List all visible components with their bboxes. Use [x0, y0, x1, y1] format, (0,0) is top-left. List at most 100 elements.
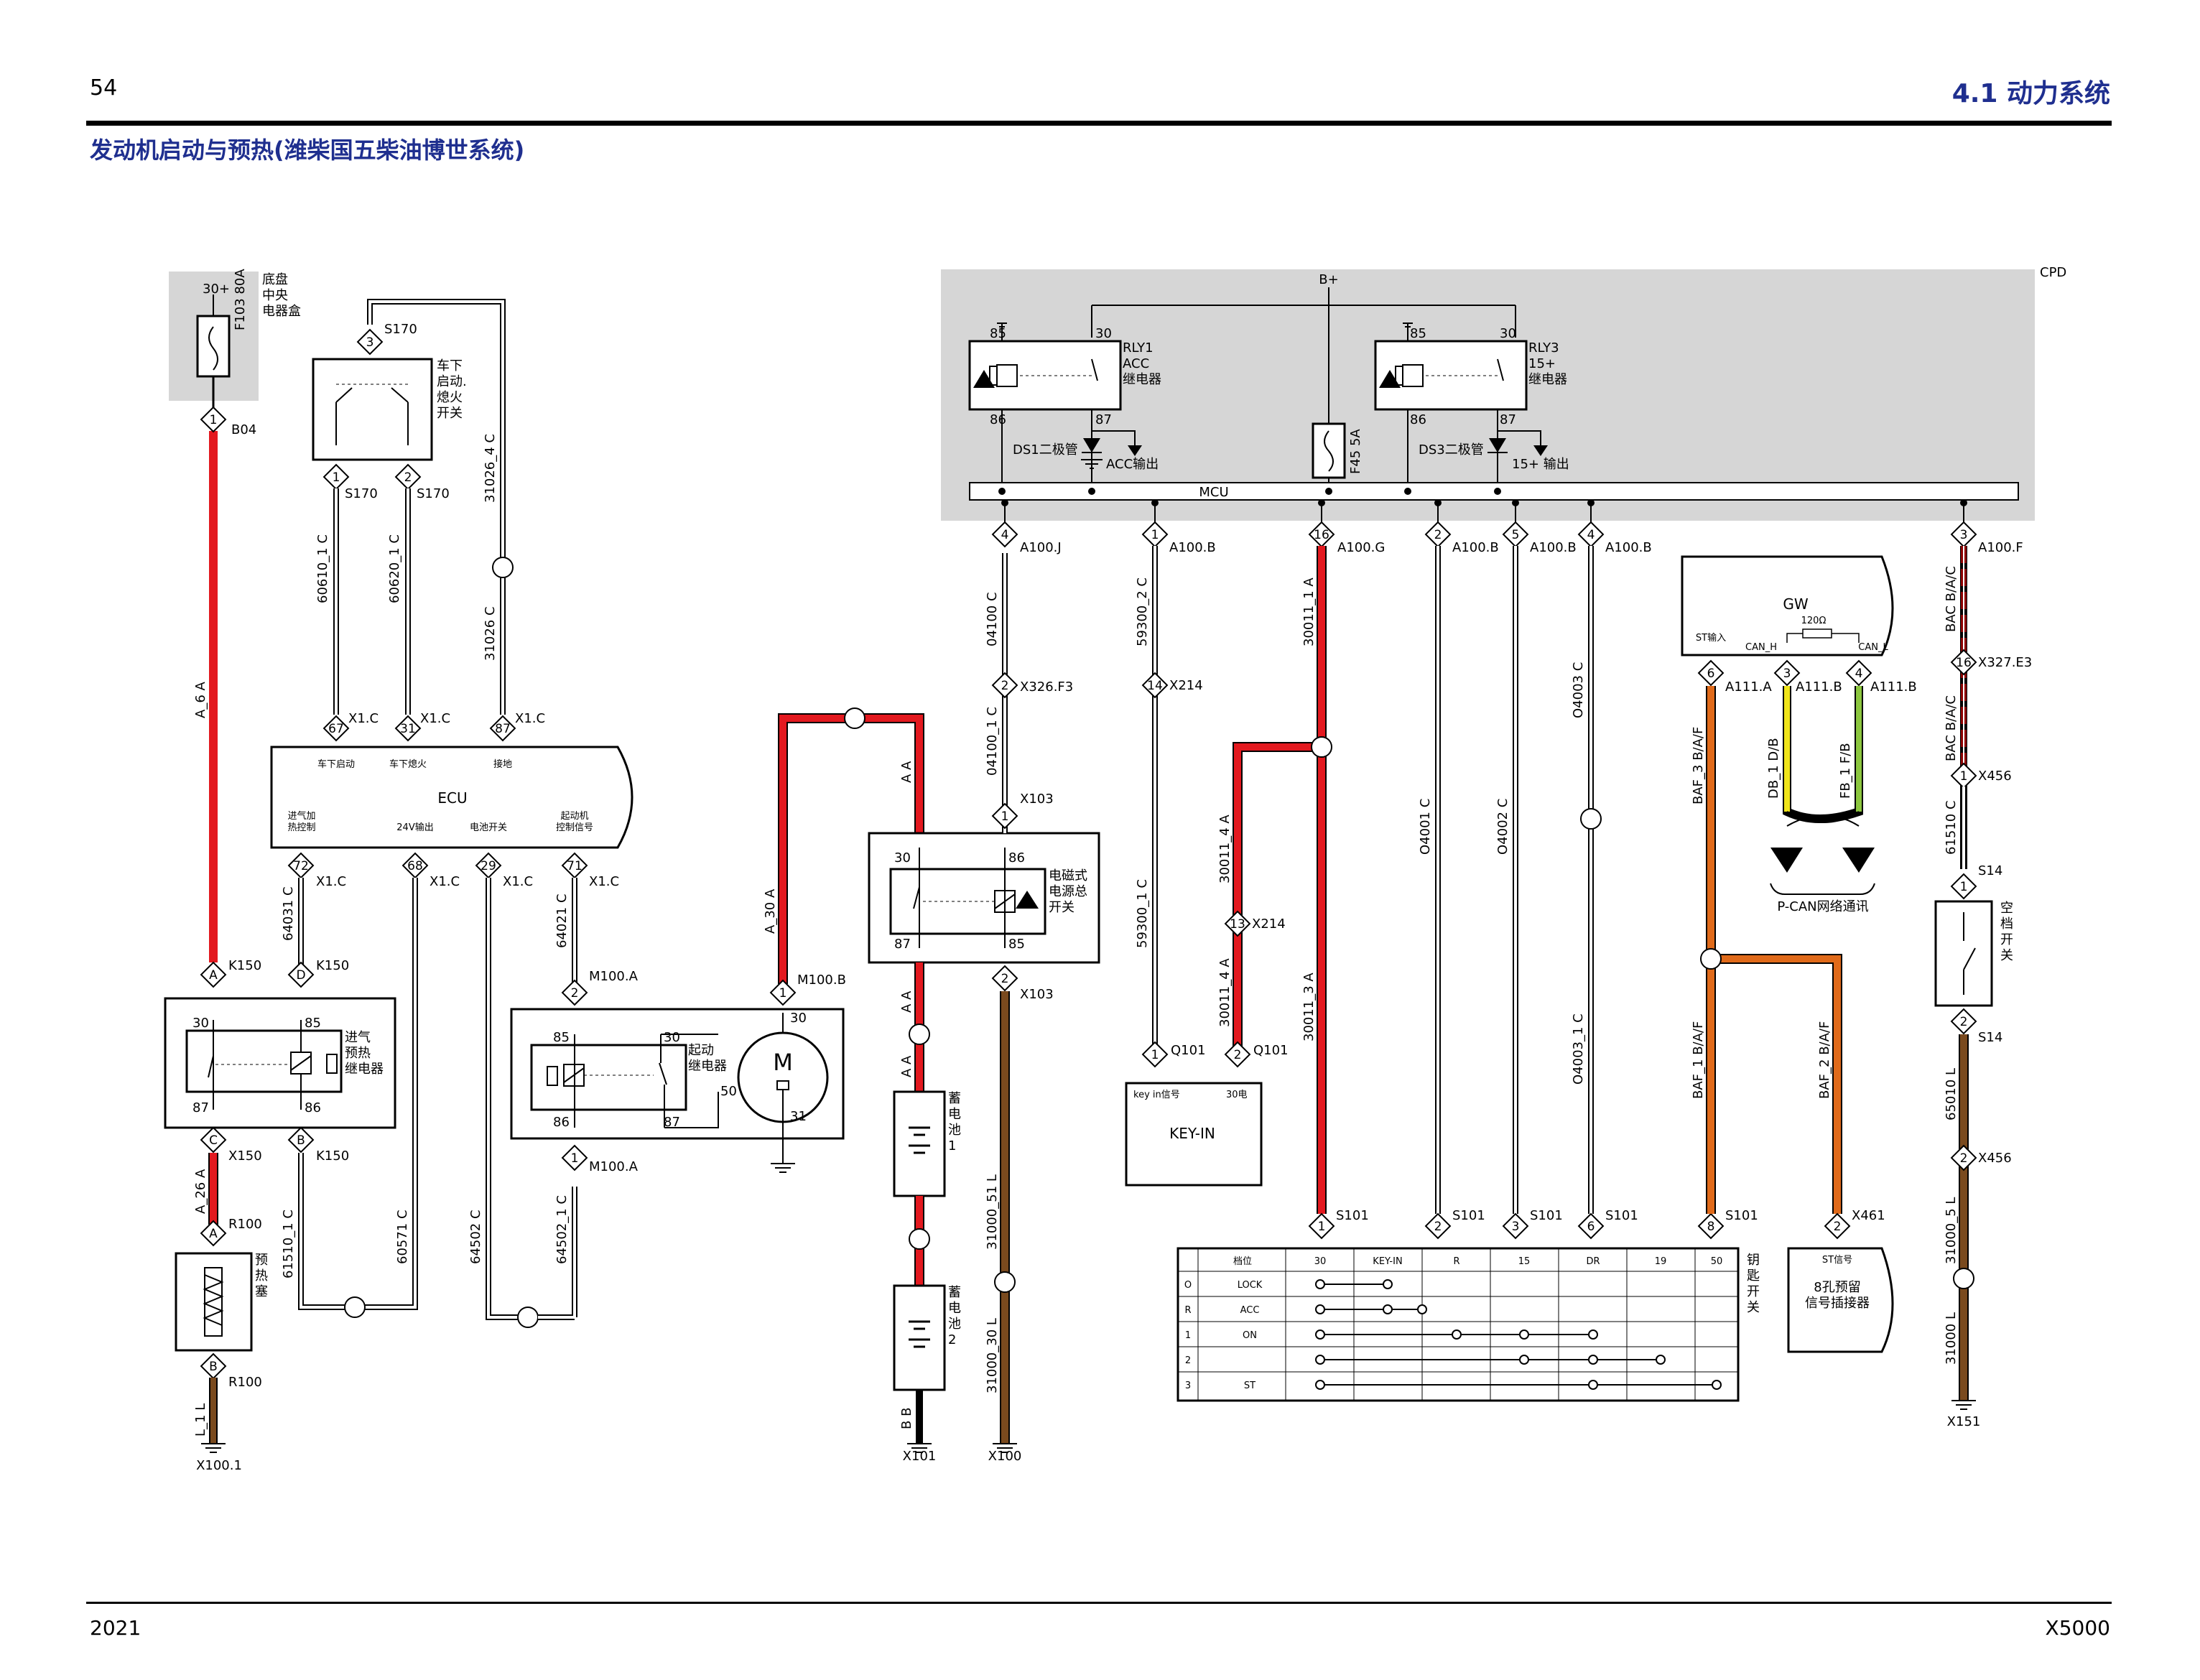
svg-text:S101: S101 [1530, 1208, 1563, 1223]
svg-text:2: 2 [1834, 1220, 1842, 1234]
svg-text:2: 2 [1960, 1015, 1968, 1029]
svg-text:A111.B: A111.B [1796, 679, 1842, 695]
svg-text:31: 31 [400, 722, 416, 736]
svg-text:4: 4 [1855, 667, 1863, 681]
svg-text:15: 15 [1518, 1256, 1531, 1267]
svg-text:S101: S101 [1605, 1208, 1638, 1223]
rly1-pin-86: 86 [990, 412, 1006, 427]
starter-pin-85: 85 [553, 1030, 570, 1045]
svg-text:A100.J: A100.J [1020, 540, 1062, 555]
svg-text:13: 13 [1230, 917, 1245, 932]
svg-text:1: 1 [1001, 809, 1009, 824]
svg-text:接地: 接地 [493, 758, 512, 770]
svg-text:5: 5 [1512, 528, 1520, 542]
wire-label-65010: 65010 L [1944, 1068, 1959, 1120]
svg-text:B04: B04 [231, 422, 256, 437]
connector-s170-2: 2 S170 [394, 463, 450, 501]
svg-text:3: 3 [1783, 667, 1791, 681]
rly3-pin-30: 30 [1500, 326, 1516, 341]
svg-text:K150: K150 [316, 1148, 349, 1164]
wire-label-61510-1: 61510_1 C [281, 1210, 296, 1278]
svg-text:O: O [1184, 1280, 1192, 1291]
svg-text:X1.C: X1.C [430, 874, 460, 889]
starter-pin-87: 87 [664, 1115, 680, 1130]
svg-text:72: 72 [293, 859, 309, 873]
key-switch-label: 钥匙开关 [1747, 1253, 1760, 1315]
preheat-pin-86: 86 [305, 1100, 321, 1115]
svg-text:X327.E3: X327.E3 [1978, 655, 2032, 670]
ecu-bottom-label-71: 起动机控制信号 [556, 811, 593, 833]
connector-x103-1: 1 X103 [991, 792, 1054, 830]
svg-text:S14: S14 [1978, 863, 2002, 878]
battery-1 [893, 1090, 946, 1197]
svg-text:50: 50 [1711, 1256, 1723, 1267]
wire-label-60610: 60610_1 C [315, 534, 330, 603]
splice [1953, 1268, 1974, 1289]
svg-text:Q101: Q101 [1253, 1043, 1289, 1058]
ms-pin-87: 87 [894, 937, 911, 952]
wire-label-fb1: FB_1 F/B [1838, 743, 1853, 799]
wire-label-a30: A_30 A [763, 888, 778, 934]
fuse-label: F103 80A [233, 269, 248, 330]
svg-text:S170: S170 [384, 322, 417, 337]
lower-start-switch[interactable] [312, 358, 433, 461]
ecu-pin-67: 67 X1.C 车下启动 [317, 711, 379, 770]
wire-label-30011-3: 30011_3 A [1301, 973, 1317, 1041]
splice [909, 1024, 930, 1045]
svg-text:档位: 档位 [1233, 1256, 1252, 1267]
svg-text:67: 67 [328, 722, 344, 736]
svg-text:X103: X103 [1020, 792, 1054, 807]
svg-text:2: 2 [1960, 1151, 1968, 1166]
svg-text:X1.C: X1.C [503, 874, 533, 889]
gateway-box [1681, 555, 1894, 656]
svg-text:X461: X461 [1852, 1208, 1885, 1223]
cpd-pin-a100b-1: 1 A100.B [1141, 521, 1216, 555]
rly1-pin-85: 85 [990, 326, 1006, 341]
cpd-pin-a100j: 4 A100.J [991, 521, 1062, 555]
svg-text:X1.C: X1.C [515, 711, 545, 726]
svg-text:68: 68 [407, 859, 423, 873]
svg-text:16: 16 [1956, 656, 1972, 670]
connector-x327: 16 X327.E3 [1950, 649, 2032, 676]
svg-text:A100.B: A100.B [1605, 540, 1652, 555]
svg-text:6: 6 [1587, 1220, 1595, 1234]
splice [844, 707, 865, 729]
svg-text:A111.B: A111.B [1870, 679, 1917, 695]
section-title: 4.1 动力系统 [1952, 79, 2110, 108]
lower-switch-label: 车下启动.熄火开关 [437, 358, 467, 421]
wire-baf2 [1711, 955, 1841, 1214]
svg-text:1: 1 [1960, 769, 1968, 784]
motor-pin-30: 30 [790, 1011, 807, 1026]
wire-label-db1: DB_1 D/B [1766, 738, 1781, 799]
rly3-pin-86: 86 [1410, 412, 1426, 427]
rly3-pin-87: 87 [1500, 412, 1516, 427]
svg-text:LOCK: LOCK [1238, 1280, 1263, 1291]
wire-label-bac1: BAC B/A/C [1944, 566, 1959, 632]
starter-pin-30: 30 [664, 1030, 680, 1045]
connector-x456-2: 2 X456 [1950, 1144, 2012, 1171]
svg-text:14: 14 [1147, 679, 1163, 693]
svg-text:A: A [209, 968, 218, 983]
wire-label-a26: A_26 A [193, 1169, 208, 1214]
wire-label-31000: 31000 L [1944, 1312, 1959, 1365]
s101-pin-2: 2 S101 [1424, 1208, 1485, 1240]
svg-text:6: 6 [1707, 667, 1715, 681]
starter-pin-86: 86 [553, 1115, 570, 1130]
s101-pin-1: 1 S101 [1308, 1208, 1369, 1240]
svg-text:R: R [1453, 1256, 1459, 1267]
svg-text:1: 1 [1151, 528, 1159, 542]
svg-text:M100.A: M100.A [589, 1159, 639, 1174]
connector-k150-d: D K150 [287, 958, 349, 988]
splice [517, 1307, 539, 1328]
preheat-pin-85: 85 [305, 1016, 321, 1031]
svg-text:3: 3 [1512, 1220, 1520, 1234]
ecu-label: ECU [437, 789, 467, 807]
ground-label-x100: X100 [988, 1449, 1022, 1464]
connector-s14-2: 2 S14 [1950, 1008, 2002, 1045]
ecu-pin-71: 71 X1.C [561, 852, 619, 889]
connector-k150-a: A K150 [200, 958, 261, 988]
svg-text:X214: X214 [1169, 678, 1203, 693]
